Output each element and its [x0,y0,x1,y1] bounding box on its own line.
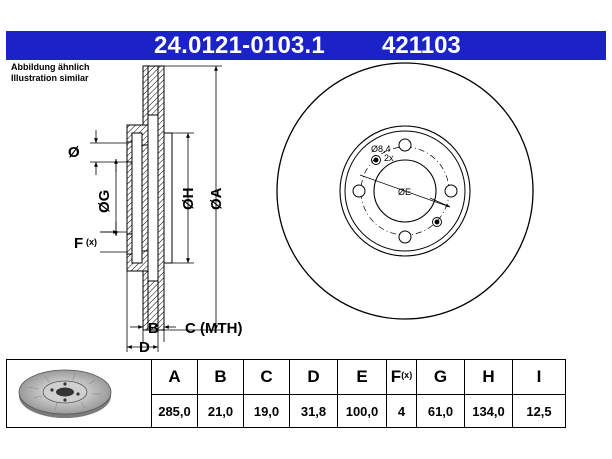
label-f-x: (x) [86,237,97,247]
hat-inner-edge [344,130,466,252]
outer-friction-plate [157,65,165,331]
threaded-holes [371,155,442,227]
table-value-row: 285,0 21,0 19,0 31,8 100,0 4 61,0 134,0 … [7,394,566,428]
label-d: D [139,339,150,356]
side-view-dimensions [90,65,222,352]
center-bore [373,159,437,223]
value-b: 21,0 [197,394,244,428]
hat-outer-edge [339,125,471,257]
value-d: 31,8 [289,394,338,428]
note-line-english: Illustration similar [11,73,89,83]
reference-number: 421103 [382,32,461,59]
header-e: E [337,359,387,395]
illustration-note: Abbildung ähnlich Illustration similar [11,62,90,84]
value-i: 12,5 [512,394,566,428]
value-c: 19,0 [243,394,290,428]
label-phi-h: ØH [180,188,197,211]
side-section-view [126,65,173,331]
value-h: 134,0 [464,394,513,428]
front-view-labels: Ø8,4 2x ØE [371,144,411,197]
header-f: F(x) [386,359,417,395]
label-c-mth: C (MTH) [185,320,242,337]
header-h: H [464,359,513,395]
header-f-label: F [390,367,402,386]
value-e: 100,0 [337,394,387,428]
front-view [276,62,534,320]
label-hole-count: 2x [384,153,394,163]
thumbnail-cell [6,359,152,428]
label-f: F [74,235,83,252]
table-header-row: A B C D E F(x) G H I [6,359,566,428]
label-phi-e: ØE [398,187,411,197]
header-a: A [151,359,198,395]
bolt-hole [352,184,366,198]
header-c: C [243,359,290,395]
header-f-sup: (x) [401,370,413,380]
side-view-labels: Ø ØG ØH ØA F (x) B C (MTH) D [68,144,242,356]
value-f: 4 [386,394,417,428]
part-number: 24.0121-0103.1 [154,32,325,59]
value-a: 285,0 [151,394,198,428]
label-hole-diameter: Ø8,4 [371,144,391,154]
header-bar: 24.0121-0103.1 421103 [6,31,606,60]
bolt-hole [398,138,412,152]
value-g: 61,0 [416,394,465,428]
bolt-hole [398,230,412,244]
dimension-table: A B C D E F(x) G H I 285,0 21,0 19,0 31,… [6,359,566,428]
header-d: D [289,359,338,395]
label-phi: Ø [68,144,80,161]
diameter-e-line [359,174,451,208]
technical-drawing: Ø ØG ØH ØA F (x) B C (MTH) D Ø8,4 [68,62,534,356]
bolt-hole [444,184,458,198]
brake-disc-thumbnail-icon [18,369,112,418]
header-g: G [416,359,465,395]
disc-outer-edge [276,62,534,320]
label-b: B [148,320,159,337]
label-phi-g: ØG [96,190,113,213]
header-b: B [197,359,244,395]
label-phi-a: ØA [208,187,225,210]
note-line-german: Abbildung ähnlich [11,62,90,72]
bolt-holes [352,138,458,244]
header-i: I [512,359,566,395]
